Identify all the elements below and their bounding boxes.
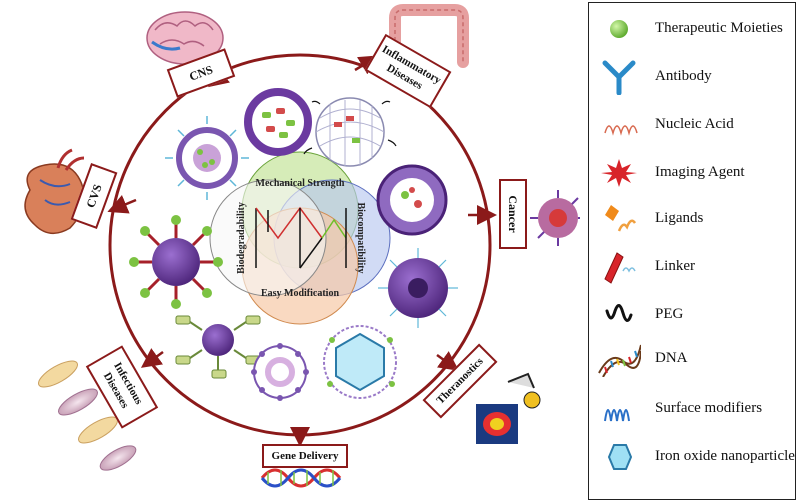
nanocarrier-liposome-spiky xyxy=(165,116,249,200)
polymer-structure xyxy=(255,206,347,269)
nanocarrier-iron-oxide-core xyxy=(323,325,397,399)
nanocarrier-functionalized-sphere xyxy=(378,248,458,328)
arrow-infectious xyxy=(140,348,164,368)
label-gene-delivery: Gene Delivery xyxy=(262,444,348,468)
legend-item-imaging-agent: Imaging Agent xyxy=(589,153,797,193)
property-biocompatibility: Biocompatibility xyxy=(355,202,366,273)
green-sphere-icon xyxy=(610,20,628,38)
legend-label: Iron oxide nanoparticle xyxy=(655,448,795,464)
legend-label: Surface modifiers xyxy=(655,400,763,416)
legend-item-dna: DNA xyxy=(589,339,797,379)
legend-item-antibody: Antibody xyxy=(589,57,797,97)
legend-item-linker: Linker xyxy=(589,247,797,287)
legend-label: DNA xyxy=(655,350,688,366)
property-venn: Mechanical Strength Biocompatibility Eas… xyxy=(209,151,391,325)
legend-label: Therapeutic Moieties xyxy=(655,20,783,36)
nanocarrier-spiky-sphere xyxy=(129,215,223,309)
theranostics-image xyxy=(476,372,541,444)
dna-icon xyxy=(598,344,641,377)
label-cancer: Cancer xyxy=(499,179,527,249)
property-mechanical-strength: Mechanical Strength xyxy=(256,178,345,189)
legend-label: Antibody xyxy=(655,68,712,84)
nanocarrier-micelle-ring xyxy=(251,343,309,401)
arrow-theranostics xyxy=(436,351,460,371)
nucleic-acid-icon xyxy=(604,125,638,136)
nanocarrier-vesicle-drugs xyxy=(244,88,312,156)
cancer-cell-image xyxy=(530,190,580,246)
property-biodegradability: Biodegradability xyxy=(236,202,247,274)
legend-label: Ligands xyxy=(655,210,704,226)
imaging-agent-icon xyxy=(601,159,637,187)
legend: Therapeutic Moieties Antibody Nucleic Ac… xyxy=(588,2,796,500)
legend-item-peg: PEG xyxy=(589,295,797,335)
legend-item-therapeutic: Therapeutic Moieties xyxy=(589,9,797,49)
nanocarrier-polymer-mesh xyxy=(303,97,397,167)
legend-label: Imaging Agent xyxy=(655,164,745,180)
linker-icon xyxy=(604,252,636,284)
dna-strand-image xyxy=(260,468,342,488)
nanocarrier-dendrimer xyxy=(175,315,261,379)
legend-label: Nucleic Acid xyxy=(655,116,734,132)
legend-item-iron-oxide: Iron oxide nanoparticle xyxy=(589,437,797,477)
ligands-icon xyxy=(605,205,637,232)
arrow-cvs xyxy=(107,195,137,214)
antibody-icon xyxy=(602,60,636,95)
legend-item-surface-modifiers: Surface modifiers xyxy=(589,389,797,429)
nanocarrier-micelle-core xyxy=(376,164,448,236)
venn-circle-biodegradability xyxy=(209,179,327,297)
legend-label: PEG xyxy=(655,306,684,322)
nanocarrier-diagram: Mechanical Strength Biocompatibility Eas… xyxy=(24,4,580,488)
surface-modifier-icon xyxy=(604,409,630,422)
property-easy-modification: Easy Modification xyxy=(261,288,339,299)
legend-item-nucleic-acid: Nucleic Acid xyxy=(589,105,797,145)
legend-label: Linker xyxy=(655,258,695,274)
legend-item-ligands: Ligands xyxy=(589,199,797,239)
iron-oxide-icon xyxy=(607,444,633,470)
peg-icon xyxy=(605,304,633,322)
colon-image xyxy=(389,4,469,68)
infection-cells-image xyxy=(38,360,137,471)
